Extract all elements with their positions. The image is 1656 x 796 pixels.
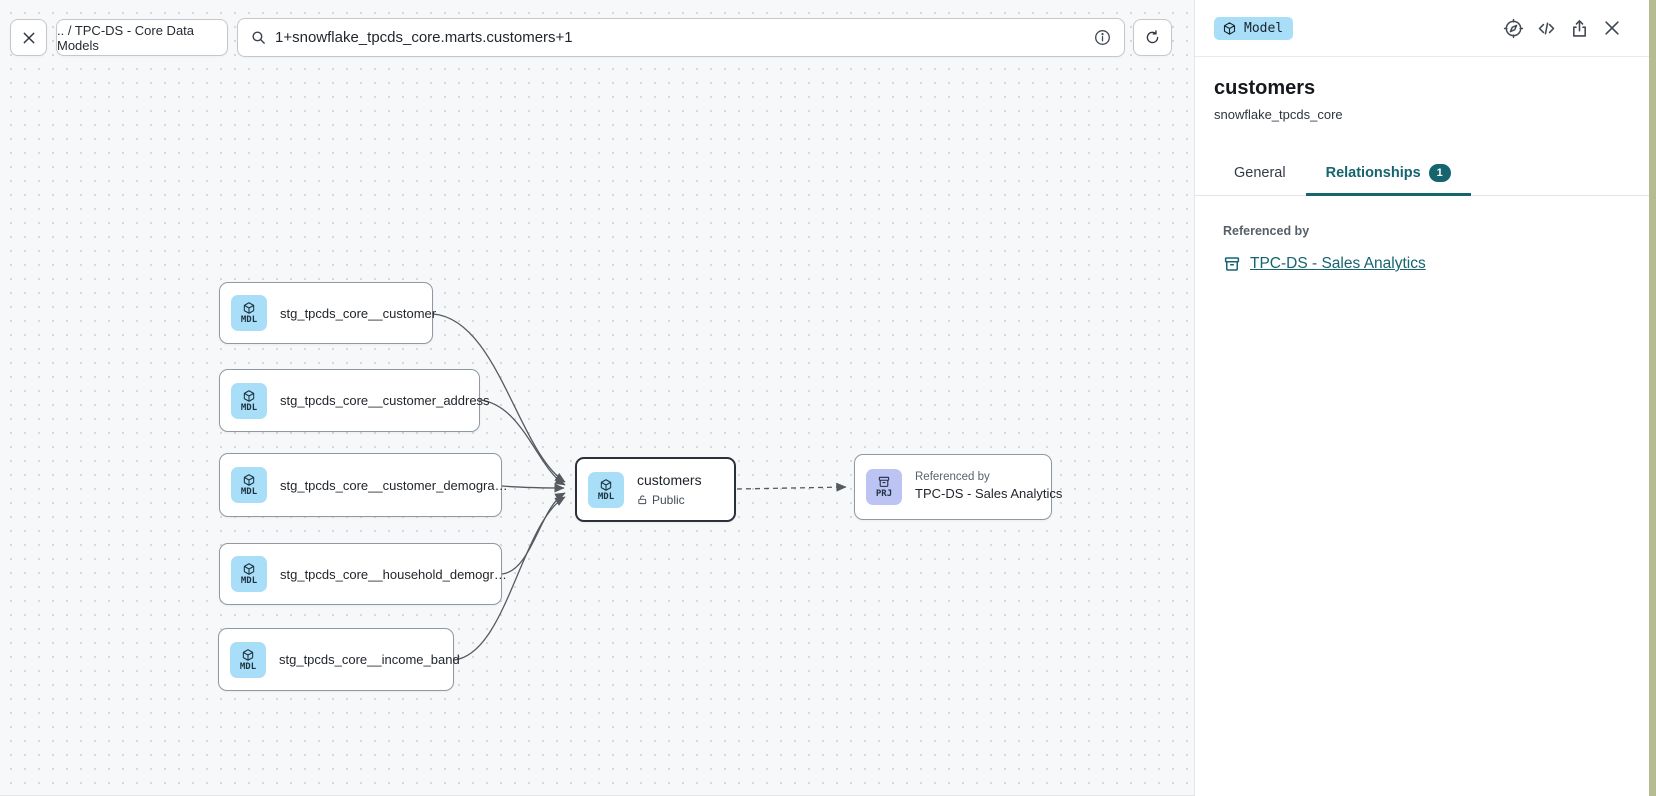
node-label: stg_tpcds_core__income_band <box>279 652 460 667</box>
lineage-node-stg-household-demographics[interactable]: MDL stg_tpcds_core__household_demogr… <box>219 543 507 605</box>
cube-icon <box>1223 21 1236 35</box>
referenced-by-label: Referenced by <box>1223 224 1310 238</box>
node-label: stg_tpcds_core__customer_demogra… <box>280 477 508 493</box>
archive-box-icon <box>1223 255 1241 273</box>
close-panel-icon[interactable] <box>1601 17 1623 39</box>
search-icon <box>250 29 267 46</box>
compass-icon[interactable] <box>1502 17 1524 39</box>
code-icon[interactable] <box>1535 17 1557 39</box>
model-icon: MDL <box>231 467 267 503</box>
share-icon[interactable] <box>1568 17 1590 39</box>
type-badge: Model <box>1214 16 1294 40</box>
refresh-button[interactable] <box>1133 19 1172 56</box>
relationships-count-badge: 1 <box>1428 164 1451 182</box>
edge <box>501 483 565 493</box>
lineage-node-stg-customer[interactable]: MDL stg_tpcds_core__customer <box>219 282 437 344</box>
panel-title: customers <box>1214 77 1316 99</box>
model-icon: MDL <box>231 556 267 592</box>
details-panel: Model customers snowflake_tpcds_core Gen… <box>1194 0 1656 796</box>
search-input[interactable] <box>275 29 1093 46</box>
model-icon: MDL <box>588 471 624 508</box>
public-lock-icon <box>637 494 648 506</box>
node-label: TPC-DS - Sales Analytics <box>915 486 1063 501</box>
edge <box>501 492 566 575</box>
tab-relationships[interactable]: Relationships 1 <box>1305 152 1471 196</box>
lineage-selector-bar[interactable] <box>237 18 1125 57</box>
model-icon: MDL <box>231 295 267 331</box>
node-label: stg_tpcds_core__household_demogr… <box>280 566 507 582</box>
model-icon: MDL <box>231 382 267 419</box>
project-icon: PRJ <box>866 469 902 505</box>
node-access-badge: Public <box>637 493 702 507</box>
node-overline: Referenced by <box>915 471 990 483</box>
referenced-project-link-label[interactable]: TPC-DS - Sales Analytics <box>1250 255 1426 272</box>
edge-dashed <box>736 482 847 492</box>
node-label: stg_tpcds_core__customer_address <box>280 393 490 408</box>
close-icon <box>21 30 37 46</box>
lineage-node-stg-income-band[interactable]: MDL stg_tpcds_core__income_band <box>218 628 460 691</box>
lineage-canvas[interactable]: .. / TPC-DS - Core Data Models MDL stg_t… <box>0 0 1194 796</box>
tab-general[interactable]: General <box>1234 165 1286 181</box>
breadcrumb[interactable]: .. / TPC-DS - Core Data Models <box>56 19 228 56</box>
screen-right-edge <box>1649 0 1656 796</box>
info-icon[interactable] <box>1093 28 1112 47</box>
panel-tabs: General Relationships 1 <box>1195 152 1656 196</box>
referenced-project-link[interactable]: TPC-DS - Sales Analytics <box>1223 255 1623 273</box>
model-icon: MDL <box>230 641 266 678</box>
panel-subtitle: snowflake_tpcds_core <box>1214 107 1343 122</box>
refresh-icon <box>1144 29 1161 46</box>
node-label: stg_tpcds_core__customer <box>280 305 437 321</box>
panel-header: Model <box>1195 0 1649 57</box>
lineage-edges <box>432 313 847 661</box>
node-label: customers <box>637 472 702 488</box>
lineage-node-customers[interactable]: MDL customers Public <box>575 457 736 522</box>
close-lineage-button[interactable] <box>10 19 47 56</box>
lineage-node-referenced-project[interactable]: PRJ Referenced by TPC-DS - Sales Analyti… <box>854 454 1062 520</box>
lineage-node-stg-customer-address[interactable]: MDL stg_tpcds_core__customer_address <box>219 369 490 432</box>
lineage-node-stg-customer-demographics[interactable]: MDL stg_tpcds_core__customer_demogra… <box>219 453 508 517</box>
breadcrumb-label: .. / TPC-DS - Core Data Models <box>57 22 195 53</box>
